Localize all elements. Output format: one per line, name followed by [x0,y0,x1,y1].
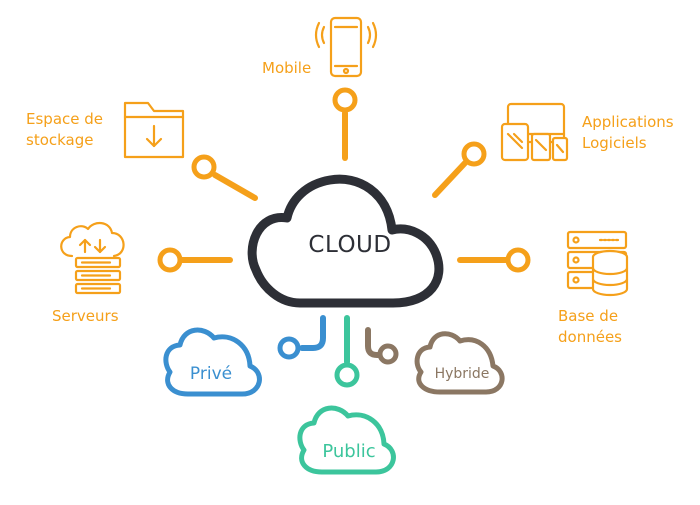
central-cloud-shape [247,174,444,308]
private-connector [277,315,326,360]
database-label: Base de données [558,306,622,348]
mobile-phone-icon [314,16,378,78]
database-label-line2: données [558,328,622,346]
database-connector [457,247,531,273]
storage-label: Espace de stockage [26,109,103,151]
database-icon [566,230,629,297]
applications-label-line2: Logiciels [582,134,647,152]
private-cloud-shape [163,327,262,397]
private-label: Privé [189,364,233,384]
public-label: Public [322,441,376,462]
servers-connector [157,247,233,273]
folder-download-icon [123,101,185,159]
devices-icon [500,102,569,162]
mobile-label: Mobile [262,59,312,77]
servers-label: Serveurs [52,307,119,325]
storage-label-line1: Espace de [26,110,103,128]
public-connector [334,315,360,388]
hybrid-label: Hybride [434,366,490,382]
public-cloud-shape [297,405,396,475]
storage-connector [191,154,258,201]
applications-connector [432,141,487,198]
mobile-connector [332,87,358,161]
hybrid-connector [365,327,399,365]
storage-label-line2: stockage [26,131,94,149]
applications-label: Applications Logiciels [582,112,674,154]
center-label: CLOUD [308,232,392,258]
database-label-line1: Base de [558,307,619,325]
server-rack-icon [60,222,125,295]
applications-label-line1: Applications [582,113,674,131]
hybrid-cloud-shape [414,331,505,395]
